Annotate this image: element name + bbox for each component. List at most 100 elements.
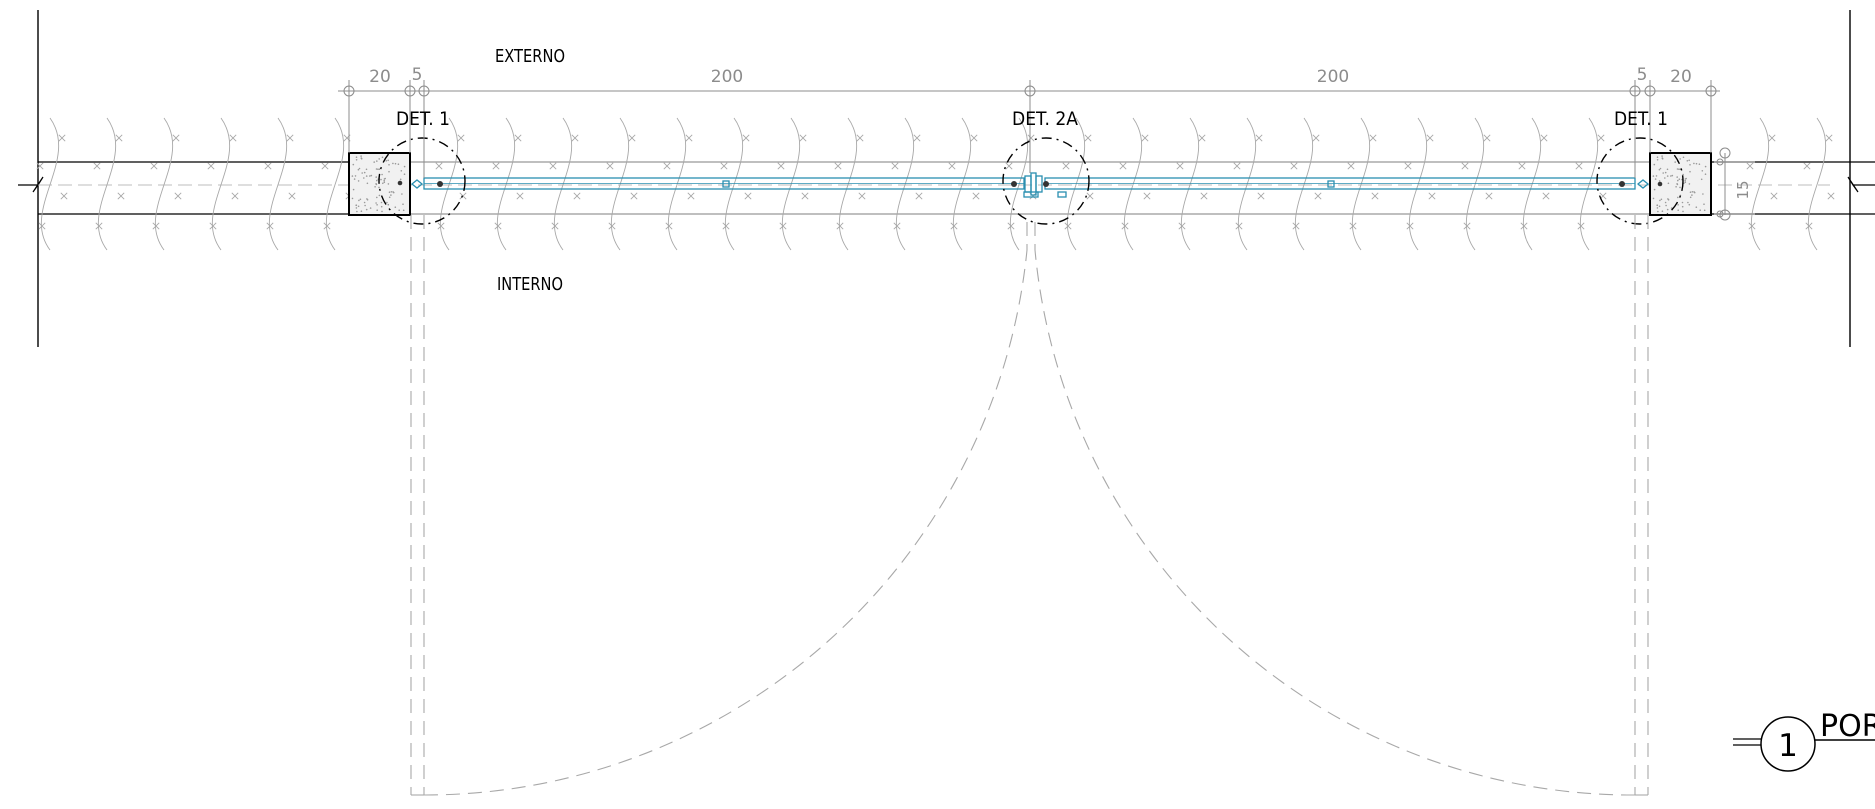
hatch-wave — [895, 117, 915, 251]
hatch-cross — [437, 222, 445, 230]
speckle-dot — [388, 170, 390, 173]
speckle-dot — [363, 201, 366, 204]
speckle-dot — [1676, 183, 1678, 185]
speckle-dot — [376, 179, 378, 182]
hatch-cross — [1426, 134, 1434, 142]
speckle-dot — [375, 183, 377, 185]
hatch-wave — [268, 117, 288, 251]
speckle-dot — [388, 164, 390, 166]
speckle-dot — [1703, 203, 1705, 205]
speckle-dot — [381, 210, 383, 213]
hatch-cross — [834, 162, 842, 170]
hatch-cross — [1428, 192, 1436, 200]
speckle-dot — [369, 207, 372, 209]
speckle-dot — [375, 176, 378, 178]
speckle-dot — [1658, 205, 1661, 208]
speckle-dot — [1661, 210, 1664, 212]
hatch-cross — [1005, 162, 1013, 170]
hatch-cross — [685, 134, 693, 142]
hatch-cross — [1520, 222, 1528, 230]
speckle-dot — [383, 179, 386, 182]
hatch-wave — [553, 117, 573, 251]
hatch-cross — [913, 134, 921, 142]
hatch-cross — [573, 192, 581, 200]
hatch-cross — [514, 134, 522, 142]
hatch-cross — [1255, 134, 1263, 142]
hatch-cross — [174, 192, 182, 200]
speckle-dot — [357, 205, 360, 208]
hatch-cross — [1233, 162, 1241, 170]
speckle-dot — [1703, 209, 1706, 212]
hatch-cross — [288, 192, 296, 200]
speckle-dot — [1676, 168, 1679, 170]
speckle-dot — [385, 160, 388, 162]
speckle-dot — [1693, 191, 1695, 193]
speckle-dot — [352, 188, 355, 191]
hatch-cross — [286, 134, 294, 142]
right-break-symbol — [1847, 176, 1875, 193]
insulation-hatch — [36, 117, 1835, 251]
vertical-dimension — [1714, 147, 1755, 221]
speckle-dot — [355, 159, 358, 161]
hatch-cross — [1485, 192, 1493, 200]
speckle-dot — [1660, 198, 1663, 201]
speckle-dot — [1667, 198, 1669, 200]
hatch-cross — [970, 134, 978, 142]
hatch-wave — [40, 117, 60, 251]
hatch-cross — [1314, 192, 1322, 200]
hatch-cross — [893, 222, 901, 230]
hatch-cross — [1746, 162, 1754, 170]
hatch-cross — [551, 222, 559, 230]
hatch-cross — [1312, 134, 1320, 142]
hatch-cross — [744, 192, 752, 200]
hatch-cross — [115, 134, 123, 142]
speckle-dot — [1700, 178, 1703, 181]
speckle-dot — [387, 203, 390, 206]
speckle-dot — [1698, 163, 1701, 165]
hatch-cross — [799, 134, 807, 142]
speckle-dot — [377, 168, 379, 170]
label-detail-center: DET. 2A — [1012, 108, 1078, 130]
speckle-dot — [1665, 204, 1667, 207]
speckle-dot — [359, 198, 362, 201]
hatch-cross — [1084, 134, 1092, 142]
speckle-dot — [1691, 191, 1694, 193]
speckle-dot — [375, 168, 378, 170]
speckle-dot — [1666, 208, 1669, 211]
title-tag: 1 POR — [1733, 709, 1875, 772]
door-swing — [410, 215, 1649, 796]
speckle-dot — [1653, 163, 1656, 166]
speckle-dot — [1678, 178, 1681, 180]
hatch-wave — [1807, 117, 1827, 251]
speckle-dot — [1656, 207, 1659, 209]
hatch-wave — [154, 117, 174, 251]
speckle-dot — [403, 165, 406, 168]
hatch-cross — [60, 192, 68, 200]
hatch-cross — [779, 222, 787, 230]
speckle-dot — [375, 202, 377, 204]
title-number: 1 — [1778, 728, 1798, 764]
hatch-cross — [950, 222, 958, 230]
hatch-cross — [1062, 162, 1070, 170]
hatch-wave — [838, 117, 858, 251]
speckle-dot — [1686, 160, 1689, 162]
label-detail-right: DET. 1 — [1614, 108, 1668, 130]
speckle-dot — [402, 203, 404, 205]
speckle-dot — [397, 163, 400, 165]
speckle-dot — [1684, 181, 1687, 184]
hatch-wave — [1180, 117, 1200, 251]
speckle-dot — [1659, 199, 1661, 202]
hatch-cross — [150, 162, 158, 170]
title-number-circle — [1760, 716, 1816, 772]
speckle-dot — [1701, 170, 1704, 172]
speckle-dot — [355, 156, 358, 158]
speckle-dot — [357, 168, 360, 171]
speckle-dot — [374, 186, 376, 188]
speckle-dot — [390, 191, 393, 193]
hatch-cross — [1027, 134, 1035, 142]
hatch-cross — [1086, 192, 1094, 200]
speckle-dot — [388, 191, 391, 193]
speckle-dot — [398, 209, 401, 211]
speckle-dot — [387, 183, 390, 185]
hatch-cross — [1178, 222, 1186, 230]
